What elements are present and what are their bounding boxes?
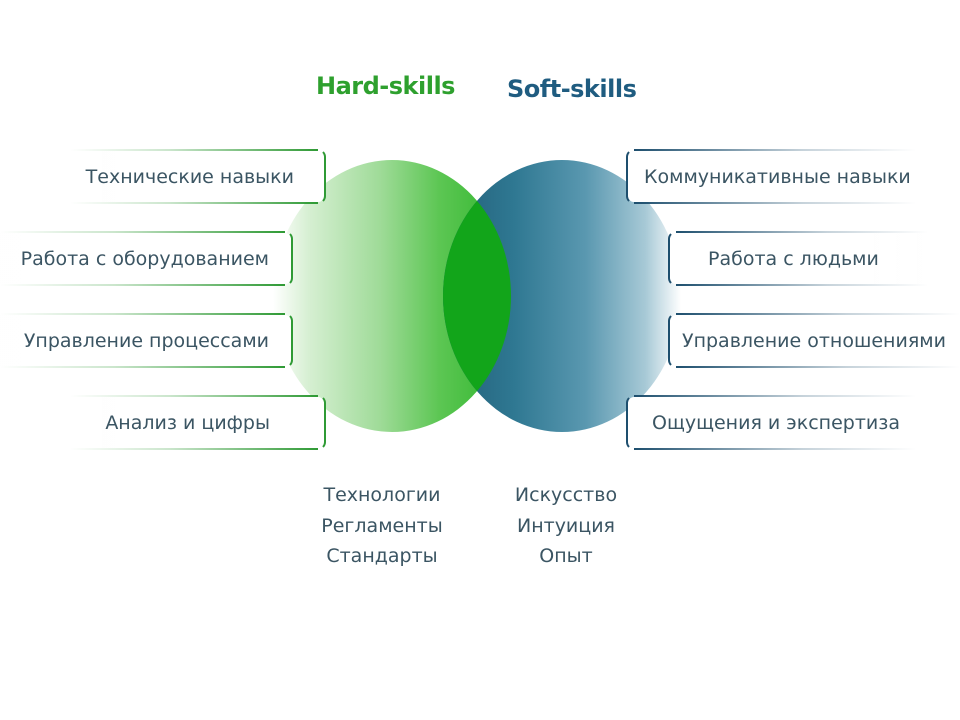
soft-skill-box: Коммуникативные навыки [626,149,916,204]
soft-skill-box: Ощущения и экспертиза [626,395,916,450]
hard-skill-box: Технические навыки [70,149,326,204]
hard-skill-label: Технические навыки [85,165,294,188]
soft-skills-title: Soft-skills [507,75,637,103]
soft-skill-label: Ощущения и экспертиза [652,411,900,434]
hard-skills-title: Hard-skills [316,72,455,100]
soft-skill-label: Работа с людьми [708,247,879,270]
hard-basis-item: Технологии [323,484,441,506]
hard-skill-box: Управление процессами [0,313,293,368]
soft-basis-item: Интуиция [516,514,615,537]
soft-skill-label: Управление отношениями [682,329,946,352]
hard-basis-item: Регламенты [321,514,443,537]
hard-skill-label: Анализ и цифры [105,411,270,434]
hard-skill-label: Работа с оборудованием [20,247,269,270]
soft-skill-box: Работа с людьми [668,231,928,286]
soft-skill-box: Управление отношениями [668,313,960,368]
soft-basis-item: Опыт [539,545,593,567]
hard-skill-label: Управление процессами [23,329,269,352]
hard-skill-box: Работа с оборудованием [0,231,293,286]
hard-skills-basis-list: Технологии Регламенты Стандарты [300,480,464,572]
hard-skill-box: Анализ и цифры [70,395,326,450]
soft-basis-item: Искусство [514,484,618,506]
soft-skills-basis-list: Искусство Интуиция Опыт [484,480,648,572]
soft-skill-label: Коммуникативные навыки [644,165,911,188]
hard-basis-item: Стандарты [326,545,438,567]
